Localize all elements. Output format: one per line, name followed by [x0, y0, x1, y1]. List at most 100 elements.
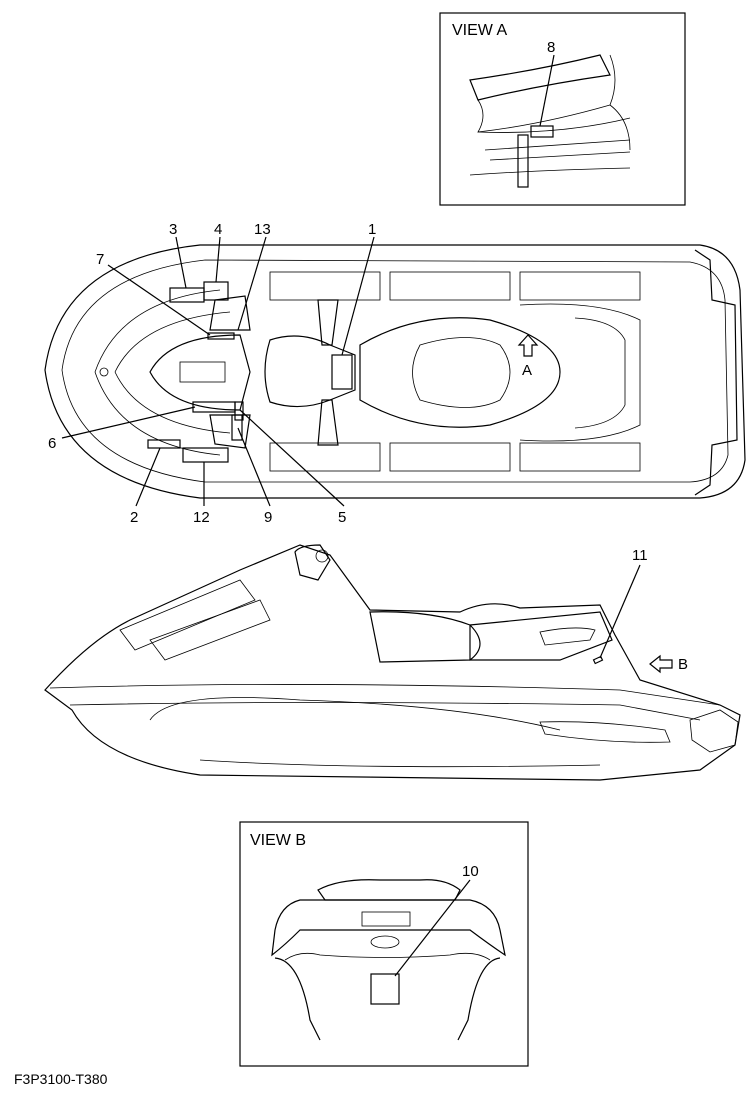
side-view-bow-panel [119, 579, 256, 651]
side-view-handle-grip [315, 549, 329, 563]
side-view-arrow-b-label: B [678, 656, 688, 673]
callout-1: 1 [368, 221, 376, 238]
top-view-nose-line-3 [114, 311, 231, 373]
top-view-bow-eye [99, 367, 109, 377]
side-view-hull-outline [44, 544, 741, 781]
view-b-label-10-decal [370, 973, 400, 1005]
top-view-footwell-mat-4 [269, 442, 381, 472]
figure-code: F3P3100-T380 [14, 1071, 108, 1087]
view-a-hull-line-5 [469, 167, 631, 176]
leader-13 [237, 236, 267, 331]
top-view-hull-inner [61, 259, 729, 483]
top-view-label-12-decal [182, 447, 229, 463]
view-a-hull-line [477, 99, 611, 133]
view-a-leader-8 [539, 54, 555, 127]
view-b-grab-handle [271, 899, 506, 957]
side-view-bow-panel-2 [149, 599, 271, 661]
side-view-hull-lower-line [199, 759, 601, 768]
top-view-stern [694, 249, 738, 496]
leader-1 [341, 236, 375, 356]
top-view-hood [149, 334, 251, 411]
view-a-stern-edge [609, 54, 631, 151]
top-view-label-5-decal [234, 401, 244, 421]
side-view-seat-front [369, 611, 481, 663]
view-a-post [517, 134, 529, 188]
callout-11: 11 [632, 547, 648, 564]
leader-5 [239, 409, 345, 507]
top-view-nose-line-1 [94, 289, 221, 373]
callout-6: 6 [48, 435, 56, 452]
callout-5: 5 [338, 509, 346, 526]
top-view-label-4-decal [203, 281, 229, 301]
leader-2 [135, 447, 161, 507]
top-view-handlebar-right [317, 399, 339, 446]
view-a-frame [439, 12, 686, 206]
view-b-deck-edge [284, 952, 491, 961]
side-view-hull-swoosh [149, 697, 561, 731]
top-view-footwell-mat-1 [269, 271, 381, 301]
view-b-hull-left [274, 957, 321, 1041]
top-view-rear-deck-inner [574, 317, 626, 429]
callout-13: 13 [254, 221, 271, 238]
top-view-arrow-a-label: A [522, 362, 532, 379]
top-view-steering-console [264, 335, 356, 408]
side-view-label-11-decal [592, 655, 604, 665]
leader-11 [599, 564, 641, 659]
top-view-label-2-decal [147, 439, 181, 449]
view-b-tow-eye [370, 935, 400, 949]
side-view-seat-rear [469, 611, 613, 661]
top-view-label-6-decal [192, 401, 236, 413]
callout-4: 4 [214, 221, 222, 238]
callout-10: 10 [462, 863, 479, 880]
view-b-frame [239, 821, 529, 1067]
side-view-grab-handle [539, 627, 596, 646]
top-view-label-1-decal [331, 354, 353, 390]
view-a-hull-rail [469, 54, 611, 101]
top-view-rear-deck [519, 303, 641, 442]
callout-9: 9 [264, 509, 272, 526]
side-view-stern-platform [689, 709, 739, 753]
side-view-handlebar [294, 544, 331, 581]
top-view-seat-contour [412, 337, 511, 408]
top-view: A 3 4 13 1 7 6 2 12 9 5 [44, 221, 746, 526]
view-b-title: VIEW B [250, 832, 306, 849]
callout-12: 12 [193, 509, 210, 526]
side-view-rub-rail [69, 702, 701, 721]
view-b-panel: VIEW B 10 [239, 821, 529, 1067]
side-view: 11 B [44, 544, 741, 781]
top-view-footwell-mat-2 [389, 271, 511, 301]
top-view-nose-line-4 [114, 371, 231, 434]
leader-4 [215, 236, 221, 283]
side-view-gunwale [49, 684, 721, 706]
view-a-panel: VIEW A 8 [439, 12, 686, 206]
top-view-hull-outline [44, 244, 746, 499]
callout-2: 2 [130, 509, 138, 526]
leader-7 [107, 264, 211, 336]
callout-3: 3 [169, 221, 177, 238]
view-a-hull-line-2 [477, 117, 631, 133]
callout-8: 8 [547, 39, 555, 56]
top-view-label-3-decal [169, 287, 205, 303]
view-a-label-8-decal [530, 125, 554, 138]
top-view-mirror-left [209, 295, 251, 331]
top-view-seat [359, 317, 561, 428]
top-view-footwell-mat-6 [519, 442, 641, 472]
top-view-label-7-decal [207, 332, 235, 340]
top-view-hood-recess [179, 361, 226, 383]
leader-10 [394, 879, 471, 977]
side-view-view-b-arrow [649, 654, 673, 674]
view-b-hull-right [457, 957, 501, 1041]
side-view-stern-vent [539, 721, 671, 743]
leader-9 [237, 427, 271, 507]
leader-6 [61, 406, 196, 439]
top-view-handlebar-left [317, 299, 339, 346]
view-b-handle-slot [361, 911, 411, 927]
top-view-footwell-mat-5 [389, 442, 511, 472]
top-view-footwell-mat-3 [519, 271, 641, 301]
view-b-seat-top [317, 879, 461, 901]
callout-7: 7 [96, 251, 104, 268]
leader-3 [175, 236, 187, 289]
top-view-label-9-decal [231, 414, 243, 441]
top-view-view-a-arrow [517, 334, 539, 357]
